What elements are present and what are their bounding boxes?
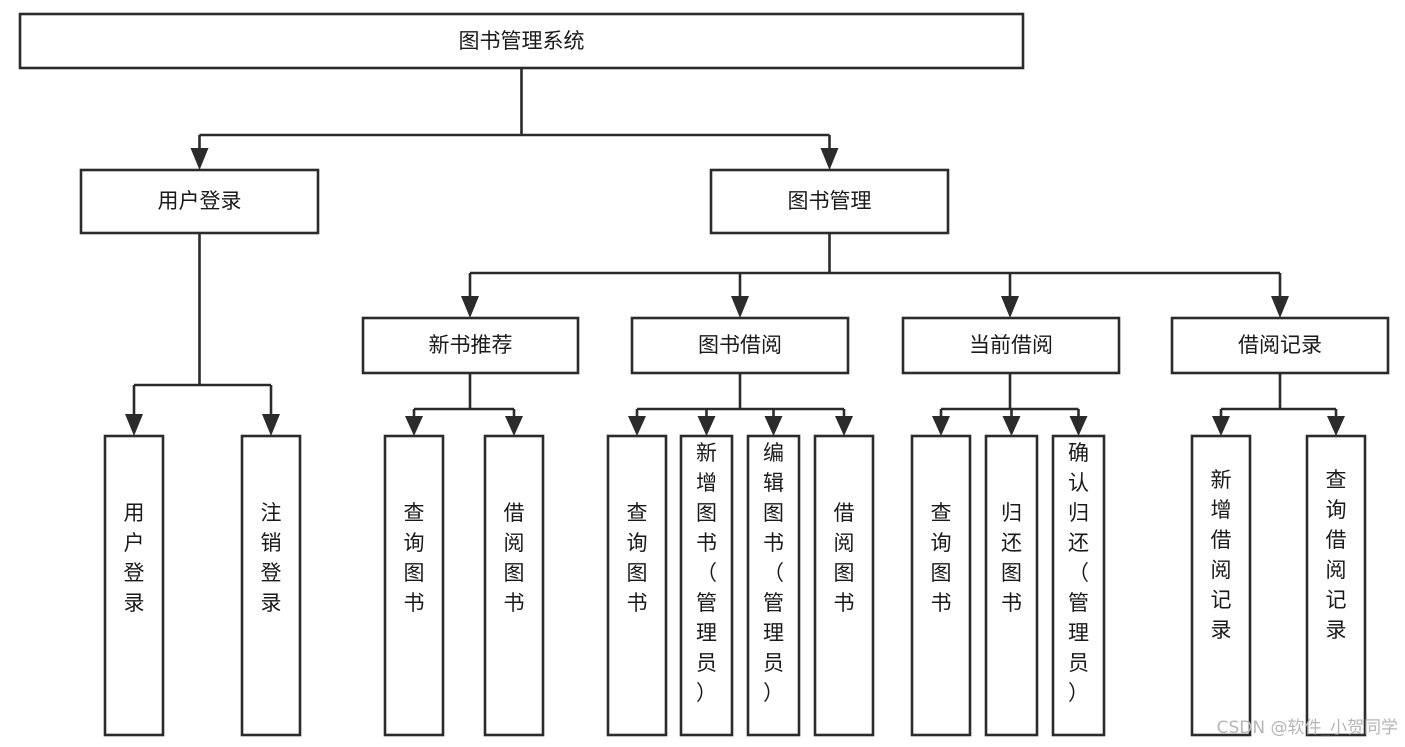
node-leaf-query-book-current[interactable]: 查询图书 [910, 434, 972, 737]
arrowhead-current-borrow [1001, 296, 1019, 318]
node-leaf-confirm-return-admin[interactable]: 确认归还（管理员） [1051, 434, 1106, 737]
node-leaf-logout-label: 注销登录 [261, 501, 282, 615]
connector-borrow-records-to-leaves [1212, 373, 1345, 436]
node-leaf-edit-book-admin-label: 编辑图书（管理员） [763, 441, 784, 705]
node-leaf-add-book-admin[interactable]: 新增图书（管理员） [679, 434, 734, 737]
node-borrow-records[interactable]: 借阅记录 [1170, 316, 1390, 375]
node-leaf-query-book-current-label: 查询图书 [931, 501, 952, 615]
node-root-rect[interactable] [18, 12, 1025, 70]
node-leaf-query-borrow-record[interactable]: 查询借阅记录 [1305, 434, 1367, 737]
node-book-borrow[interactable]: 图书借阅 [630, 316, 850, 375]
node-leaf-query-book-current-rect[interactable] [910, 434, 972, 737]
node-leaf-query-book-borrow-rect[interactable] [606, 434, 668, 737]
node-leaf-query-borrow-record-rect[interactable] [1305, 434, 1367, 737]
arrowhead-leaf-query-book-recommend [405, 416, 423, 436]
arrowhead-leaf-add-book-admin [697, 416, 716, 436]
arrowhead-leaf-logout [262, 414, 280, 436]
node-current-borrow-rect[interactable] [901, 316, 1121, 375]
arrowhead-leaf-return-book [1002, 416, 1021, 436]
node-leaf-query-book-recommend[interactable]: 查询图书 [383, 434, 445, 737]
node-user-login[interactable]: 用户登录 [79, 168, 320, 235]
node-leaf-borrow-book-rect[interactable] [813, 434, 875, 737]
node-leaf-query-book-borrow[interactable]: 查询图书 [606, 434, 668, 737]
connector-current-borrow-to-leaves [932, 373, 1088, 436]
node-leaf-borrow-book-label: 借阅图书 [834, 501, 855, 615]
arrowhead-leaf-user-login [125, 414, 143, 436]
node-leaf-edit-book-admin-rect[interactable] [746, 434, 801, 737]
watermark-label: CSDN @软件_小贺同学 [1217, 718, 1398, 738]
connector-book-management-to-level3 [461, 233, 1289, 318]
arrowhead-leaf-borrow-book-recommend [505, 416, 523, 436]
node-current-borrow[interactable]: 当前借阅 [901, 316, 1121, 375]
node-leaf-edit-book-admin[interactable]: 编辑图书（管理员） [746, 434, 801, 737]
arrowhead-leaf-query-borrow-record [1327, 416, 1345, 436]
node-user-login-label: 用户登录 [158, 189, 242, 213]
connector-layer [125, 68, 1345, 436]
node-borrow-records-label: 借阅记录 [1238, 333, 1322, 357]
arrowhead-leaf-borrow-book [835, 416, 853, 436]
node-leaf-query-book-recommend-rect[interactable] [383, 434, 445, 737]
arrowhead-book-borrow [731, 296, 749, 318]
arrowhead-borrow-records [1271, 296, 1289, 318]
node-borrow-records-rect[interactable] [1170, 316, 1390, 375]
arrowhead-new-book-recommend [461, 296, 479, 318]
node-book-borrow-label: 图书借阅 [698, 333, 782, 357]
node-leaf-add-book-admin-rect[interactable] [679, 434, 734, 737]
arrowhead-leaf-query-book-borrow [628, 416, 646, 436]
node-leaf-return-book-rect[interactable] [984, 434, 1039, 737]
arrowhead-leaf-add-borrow-record [1212, 416, 1230, 436]
node-new-book-recommend[interactable]: 新书推荐 [361, 316, 580, 375]
node-leaf-logout-rect[interactable] [240, 434, 302, 737]
node-leaf-borrow-book-recommend-label: 借阅图书 [504, 501, 525, 615]
connector-new-book-recommend-to-leaves [405, 373, 523, 436]
node-leaf-borrow-book[interactable]: 借阅图书 [813, 434, 875, 737]
node-leaf-user-login[interactable]: 用户登录 [103, 434, 165, 737]
arrowhead-leaf-query-book-current [932, 416, 950, 436]
node-leaf-borrow-book-recommend-rect[interactable] [483, 434, 545, 737]
node-leaf-confirm-return-admin-rect[interactable] [1051, 434, 1106, 737]
node-leaf-add-book-admin-label: 新增图书（管理员） [696, 441, 717, 705]
node-leaf-add-borrow-record-label: 新增借阅记录 [1211, 468, 1232, 642]
node-leaf-return-book[interactable]: 归还图书 [984, 434, 1039, 737]
node-book-management[interactable]: 图书管理 [709, 168, 950, 235]
node-leaf-logout[interactable]: 注销登录 [240, 434, 302, 737]
node-book-borrow-rect[interactable] [630, 316, 850, 375]
connector-book-borrow-to-leaves [628, 373, 853, 436]
node-leaf-borrow-book-recommend[interactable]: 借阅图书 [483, 434, 545, 737]
node-leaf-query-book-recommend-label: 查询图书 [404, 501, 425, 615]
node-current-borrow-label: 当前借阅 [969, 333, 1053, 357]
node-leaf-query-book-borrow-label: 查询图书 [627, 501, 648, 615]
arrowhead-user-login [190, 148, 209, 170]
node-leaf-query-borrow-record-label: 查询借阅记录 [1326, 468, 1347, 642]
node-leaf-confirm-return-admin-label: 确认归还（管理员） [1068, 441, 1089, 705]
node-user-login-rect[interactable] [79, 168, 320, 235]
node-new-book-recommend-label: 新书推荐 [429, 333, 513, 357]
node-leaf-user-login-label: 用户登录 [124, 501, 145, 615]
arrowhead-book-management [820, 148, 839, 170]
node-leaf-user-login-rect[interactable] [103, 434, 165, 737]
arrowhead-leaf-edit-book-admin [764, 416, 783, 436]
node-leaf-add-borrow-record-rect[interactable] [1190, 434, 1252, 737]
connector-user-login-to-leaves [125, 233, 280, 436]
arrowhead-leaf-confirm-return-admin [1069, 416, 1088, 436]
connector-root-to-level2 [190, 68, 839, 170]
node-leaf-add-borrow-record[interactable]: 新增借阅记录 [1190, 434, 1252, 737]
leaf-layer: 用户登录 注销登录 查询图书 借阅图书 查询图书 新增图书（管理员） [103, 434, 1367, 737]
node-leaf-return-book-label: 归还图书 [1001, 501, 1022, 615]
node-book-management-label: 图书管理 [788, 189, 872, 213]
node-root[interactable]: 图书管理系统 [18, 12, 1025, 70]
node-book-management-rect[interactable] [709, 168, 950, 235]
node-root-label: 图书管理系统 [459, 29, 585, 53]
node-new-book-recommend-rect[interactable] [361, 316, 580, 375]
